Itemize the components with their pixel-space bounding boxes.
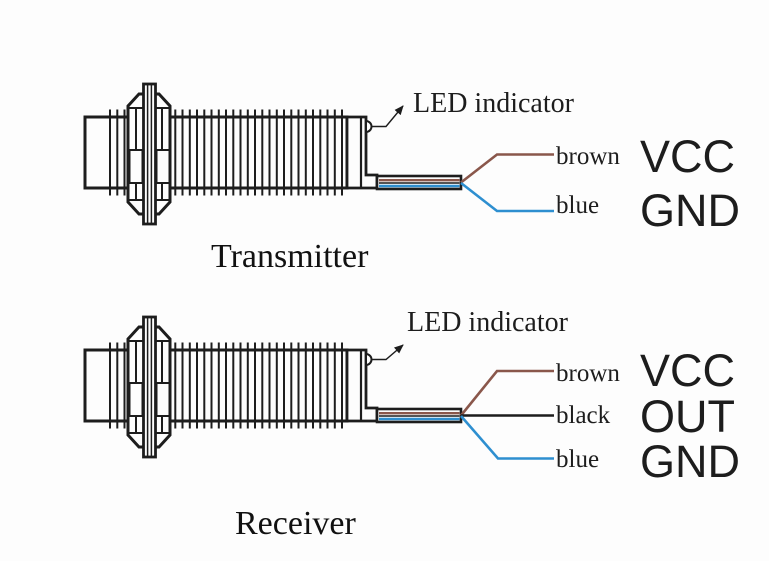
transmitter-wire-color-label-blue: blue: [556, 192, 599, 219]
receiver-signal-label-out: OUT: [640, 391, 735, 442]
transmitter-signal-label-gnd: GND: [640, 185, 740, 236]
receiver-wire-color-label-blue: blue: [556, 446, 599, 473]
transmitter-wire-color-label-brown: brown: [556, 143, 620, 170]
receiver-led-callout-line: [371, 344, 404, 361]
transmitter-led-indicator-label: LED indicator: [413, 88, 575, 119]
receiver-led-indicator-label: LED indicator: [407, 307, 569, 338]
receiver-signal-label-gnd: GND: [640, 436, 740, 487]
receiver-signal-label-vcc: VCC: [640, 345, 735, 396]
receiver-brown-wire: [459, 369, 554, 417]
transmitter-sensor-body: [83, 82, 463, 226]
transmitter-caption: Transmitter: [211, 238, 369, 275]
receiver-wire-color-label-brown: brown: [556, 360, 620, 387]
transmitter-blue-wire: [460, 181, 554, 213]
receiver-blue-wire: [460, 415, 554, 460]
receiver-diagram: LED indicator brown VCC black OUT blue G…: [83, 307, 740, 542]
receiver-caption: Receiver: [235, 505, 356, 542]
receiver-wire-color-label-black: black: [556, 402, 611, 429]
transmitter-led-callout-line: [371, 105, 404, 128]
receiver-sensor-body: [83, 315, 463, 459]
transmitter-signal-label-vcc: VCC: [640, 131, 735, 182]
transmitter-brown-wire: [460, 153, 554, 184]
transmitter-diagram: LED indicator brown VCC blue GND Transmi…: [83, 82, 740, 275]
